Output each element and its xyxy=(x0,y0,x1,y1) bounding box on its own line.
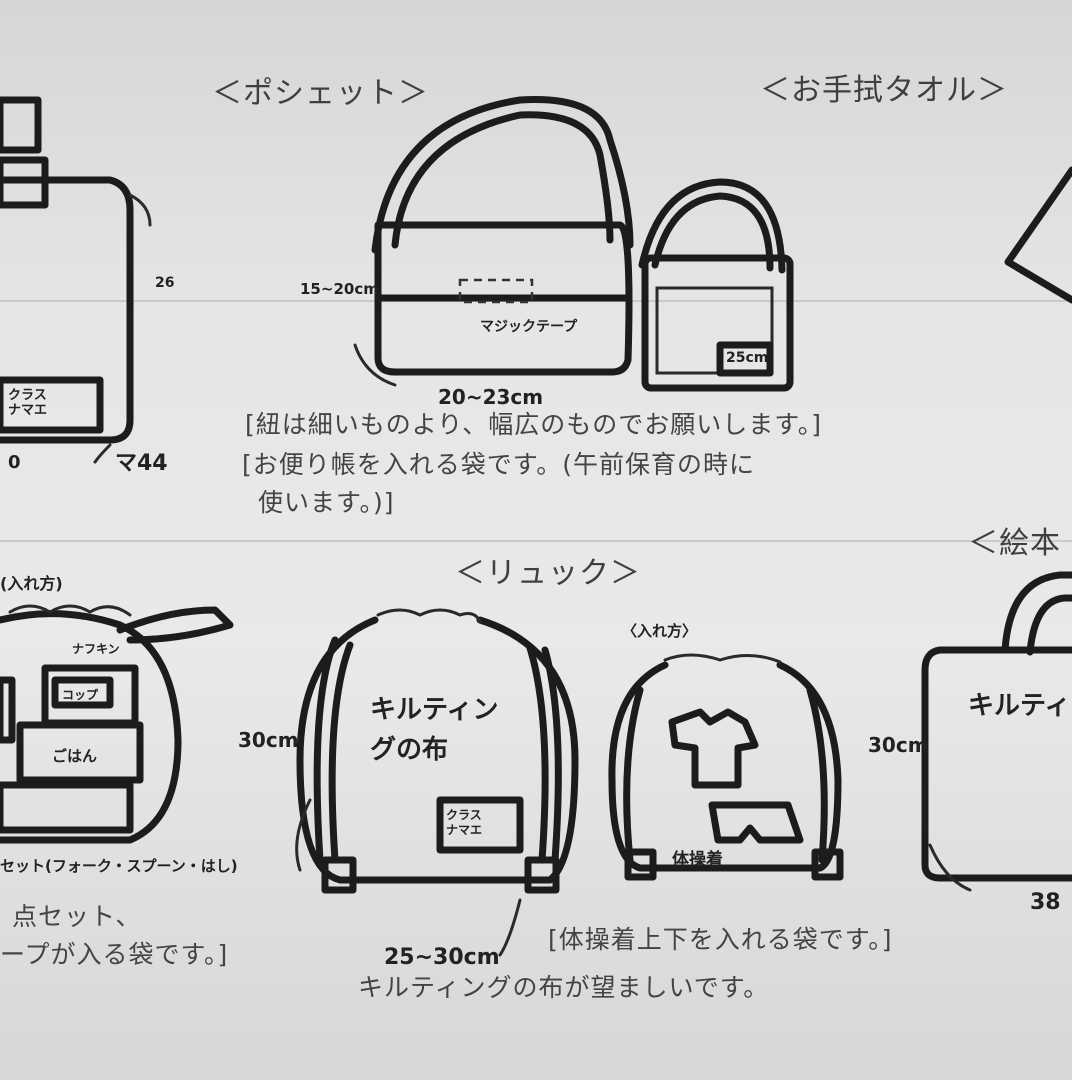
rucksack-small-sketch xyxy=(608,653,844,881)
pochette-small-sketch xyxy=(638,178,794,392)
class-name-tag: クラス ナマエ xyxy=(446,808,483,837)
lunch-set-sketch xyxy=(0,604,234,844)
note-lunch-bag: ープが入る袋です。] xyxy=(0,940,229,969)
rucksack-large-sketch xyxy=(295,608,579,957)
heading-picture-book: ＜絵本 xyxy=(968,526,1061,561)
note-rucksack-purpose: [体操着上下を入れる袋です。] xyxy=(548,925,893,954)
heading-rucksack: ＜リュック＞ xyxy=(455,556,641,591)
dimension-label: マ44 xyxy=(115,451,168,476)
towel-sketch xyxy=(1004,166,1072,304)
paper-crease xyxy=(0,540,1072,542)
cup-label: コップ xyxy=(62,688,99,702)
dimension-label: 25~30cm xyxy=(384,945,500,970)
dimension-label: 30cm xyxy=(238,728,299,752)
note-pochette-usage: 使います。)] xyxy=(258,488,395,517)
dimension-label: 15~20cm xyxy=(300,280,379,298)
dimension-label: 0 xyxy=(8,452,21,473)
pochette-large-sketch xyxy=(353,96,634,387)
heading-towel: ＜お手拭タオル＞ xyxy=(760,73,1008,108)
picture-book-bag-sketch xyxy=(921,571,1072,892)
note-rucksack-fabric: キルティングの布が望ましいです。 xyxy=(358,973,770,1002)
note-pochette-purpose: [お便り帳を入れる袋です。(午前保育の時に xyxy=(242,450,756,479)
lunch-bag-sketch xyxy=(0,96,152,464)
dimension-label: 20~23cm xyxy=(438,385,544,409)
utensil-set-label: セット(フォーク・スプーン・はし) xyxy=(0,857,238,875)
card-label: 25cm xyxy=(726,350,769,366)
class-name-tag: クラス ナマエ xyxy=(8,388,48,418)
how-to-pack-label: (入れ方) xyxy=(0,574,63,593)
quilting-fabric-label: キルティングの布 xyxy=(370,695,499,765)
napkin-label: ナフキン xyxy=(72,642,120,656)
dimension-label: 30cm xyxy=(868,733,929,757)
heading-pochette: ＜ポシェット＞ xyxy=(212,76,429,111)
gym-clothes-label: 体操着 xyxy=(672,850,723,870)
dimension-label: 38 xyxy=(1030,890,1061,915)
magic-tape-label: マジックテープ xyxy=(480,319,578,335)
note-lunch-set: 点セット、 xyxy=(12,902,142,931)
how-to-pack-label: 〈入れ方〉 xyxy=(622,622,698,640)
quilting-fabric-label: キルティ xyxy=(968,691,1071,721)
note-pochette-strap: [紐は細いものより、幅広のものでお願いします。] xyxy=(245,410,823,439)
dimension-label: 26 xyxy=(155,275,175,291)
rice-box-label: ごはん xyxy=(52,747,98,765)
